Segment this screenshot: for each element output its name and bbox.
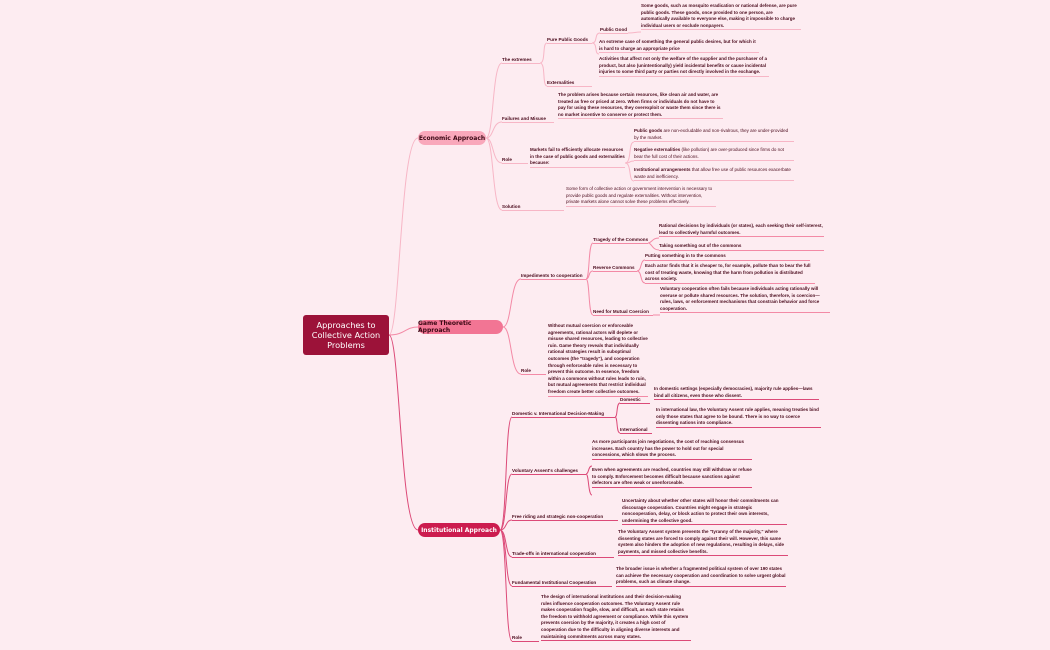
- bold-term: Institutional arrangements: [634, 167, 691, 172]
- bold-term: Public goods: [634, 128, 663, 133]
- node-coercion-text[interactable]: Voluntary cooperation often fails becaus…: [660, 286, 830, 314]
- node-role-item-public-goods[interactable]: Public goods are non-excludable and non-…: [634, 128, 794, 143]
- node-international-text[interactable]: In international law, the Voluntary Asse…: [656, 407, 821, 428]
- node-economic-role[interactable]: Role: [502, 157, 528, 164]
- node-reverse-text-1[interactable]: Putting something in to the commons: [645, 253, 810, 261]
- node-role-item-externalities[interactable]: Negative externalities (like pollution) …: [634, 147, 794, 162]
- node-public-good[interactable]: Public Good: [600, 27, 628, 34]
- node-extreme-case-text[interactable]: An extreme case of something the general…: [599, 39, 759, 54]
- item-text: are non-excludable and non-rivalrous, th…: [634, 128, 789, 140]
- economic-approach-label: Economic Approach: [418, 134, 486, 142]
- node-pure-public-goods[interactable]: Pure Public Goods: [547, 37, 592, 44]
- item-text: (like pollution) are over-produced since…: [634, 147, 784, 159]
- node-fundamental-text[interactable]: The broader issue is whether a fragmente…: [616, 566, 786, 587]
- node-externalities-text[interactable]: Activities that affect not only the welf…: [599, 56, 769, 77]
- node-trade-offs[interactable]: Trade-offs in international cooperation: [512, 551, 614, 558]
- node-solution[interactable]: Solution: [502, 204, 564, 211]
- node-public-good-text[interactable]: Some goods, such as mosquito eradication…: [641, 3, 801, 31]
- node-trade-offs-text[interactable]: The Voluntary Assent system prevents the…: [618, 529, 788, 557]
- node-game-role[interactable]: Role: [521, 368, 546, 375]
- node-reverse-commons[interactable]: Reverse Commons: [593, 265, 637, 272]
- node-tragedy-text-2[interactable]: Taking something out of the commons: [659, 243, 824, 251]
- node-institutional-role-text[interactable]: The design of international institutions…: [541, 594, 691, 642]
- node-tragedy-of-commons[interactable]: Tragedy of the Commons: [593, 237, 649, 244]
- node-institutional-role[interactable]: Role: [512, 635, 539, 642]
- central-topic[interactable]: Approaches to Collective Action Problems: [303, 315, 389, 355]
- node-need-for-mutual-coercion[interactable]: Need for Mutual Coercion: [593, 309, 653, 316]
- institutional-approach-node[interactable]: Institutional Approach: [418, 523, 500, 537]
- node-tragedy-text-1[interactable]: Rational decisions by individuals (or st…: [659, 223, 824, 238]
- node-voluntary-text-2[interactable]: Even when agreements are reached, countr…: [592, 467, 752, 488]
- node-international[interactable]: International: [620, 427, 652, 434]
- node-voluntary-text-1[interactable]: As more participants join negotiations, …: [592, 439, 752, 460]
- item-text: that allow free use of public resources …: [634, 167, 791, 179]
- node-externalities[interactable]: Externalities: [547, 80, 592, 87]
- game-theoretic-approach-node[interactable]: Game Theoretic Approach: [418, 320, 503, 334]
- bold-term: Negative externalities: [634, 147, 681, 152]
- node-failures-and-misuse[interactable]: Failures and Misuse: [502, 116, 554, 123]
- node-fundamental-cooperation[interactable]: Fundamental Institutional Cooperation: [512, 580, 612, 587]
- node-domestic[interactable]: Domestic: [620, 397, 650, 404]
- economic-approach-node[interactable]: Economic Approach: [418, 131, 486, 145]
- node-voluntary-assent-challenges[interactable]: Voluntary Assent's challenges: [512, 468, 586, 475]
- node-game-role-text[interactable]: Without mutual coercion or enforceable a…: [548, 323, 648, 397]
- node-role-item-institutional[interactable]: Institutional arrangements that allow fr…: [634, 167, 794, 182]
- node-domestic-v-international[interactable]: Domestic v. International Decision-Makin…: [512, 411, 615, 418]
- node-failures-text[interactable]: The problem arises because certain resou…: [558, 92, 723, 120]
- node-free-riding[interactable]: Free riding and strategic non-cooperatio…: [512, 514, 618, 521]
- node-the-extremes[interactable]: The extremes: [502, 57, 540, 64]
- central-topic-label: Approaches to Collective Action Problems: [311, 320, 381, 350]
- node-markets-fail-text[interactable]: Markets fail to efficiently allocate res…: [530, 147, 625, 168]
- node-impediments[interactable]: Impediments to cooperation: [521, 273, 586, 280]
- institutional-approach-label: Institutional Approach: [421, 526, 497, 534]
- node-solution-text[interactable]: Some form of collective action or govern…: [566, 186, 716, 207]
- node-reverse-text-2[interactable]: Each actor finds that it is cheaper to, …: [645, 263, 815, 284]
- game-theoretic-approach-label: Game Theoretic Approach: [418, 320, 472, 334]
- node-domestic-text[interactable]: In domestic settings (especially democra…: [654, 386, 819, 401]
- node-free-riding-text[interactable]: Uncertainty about whether other states w…: [622, 498, 787, 526]
